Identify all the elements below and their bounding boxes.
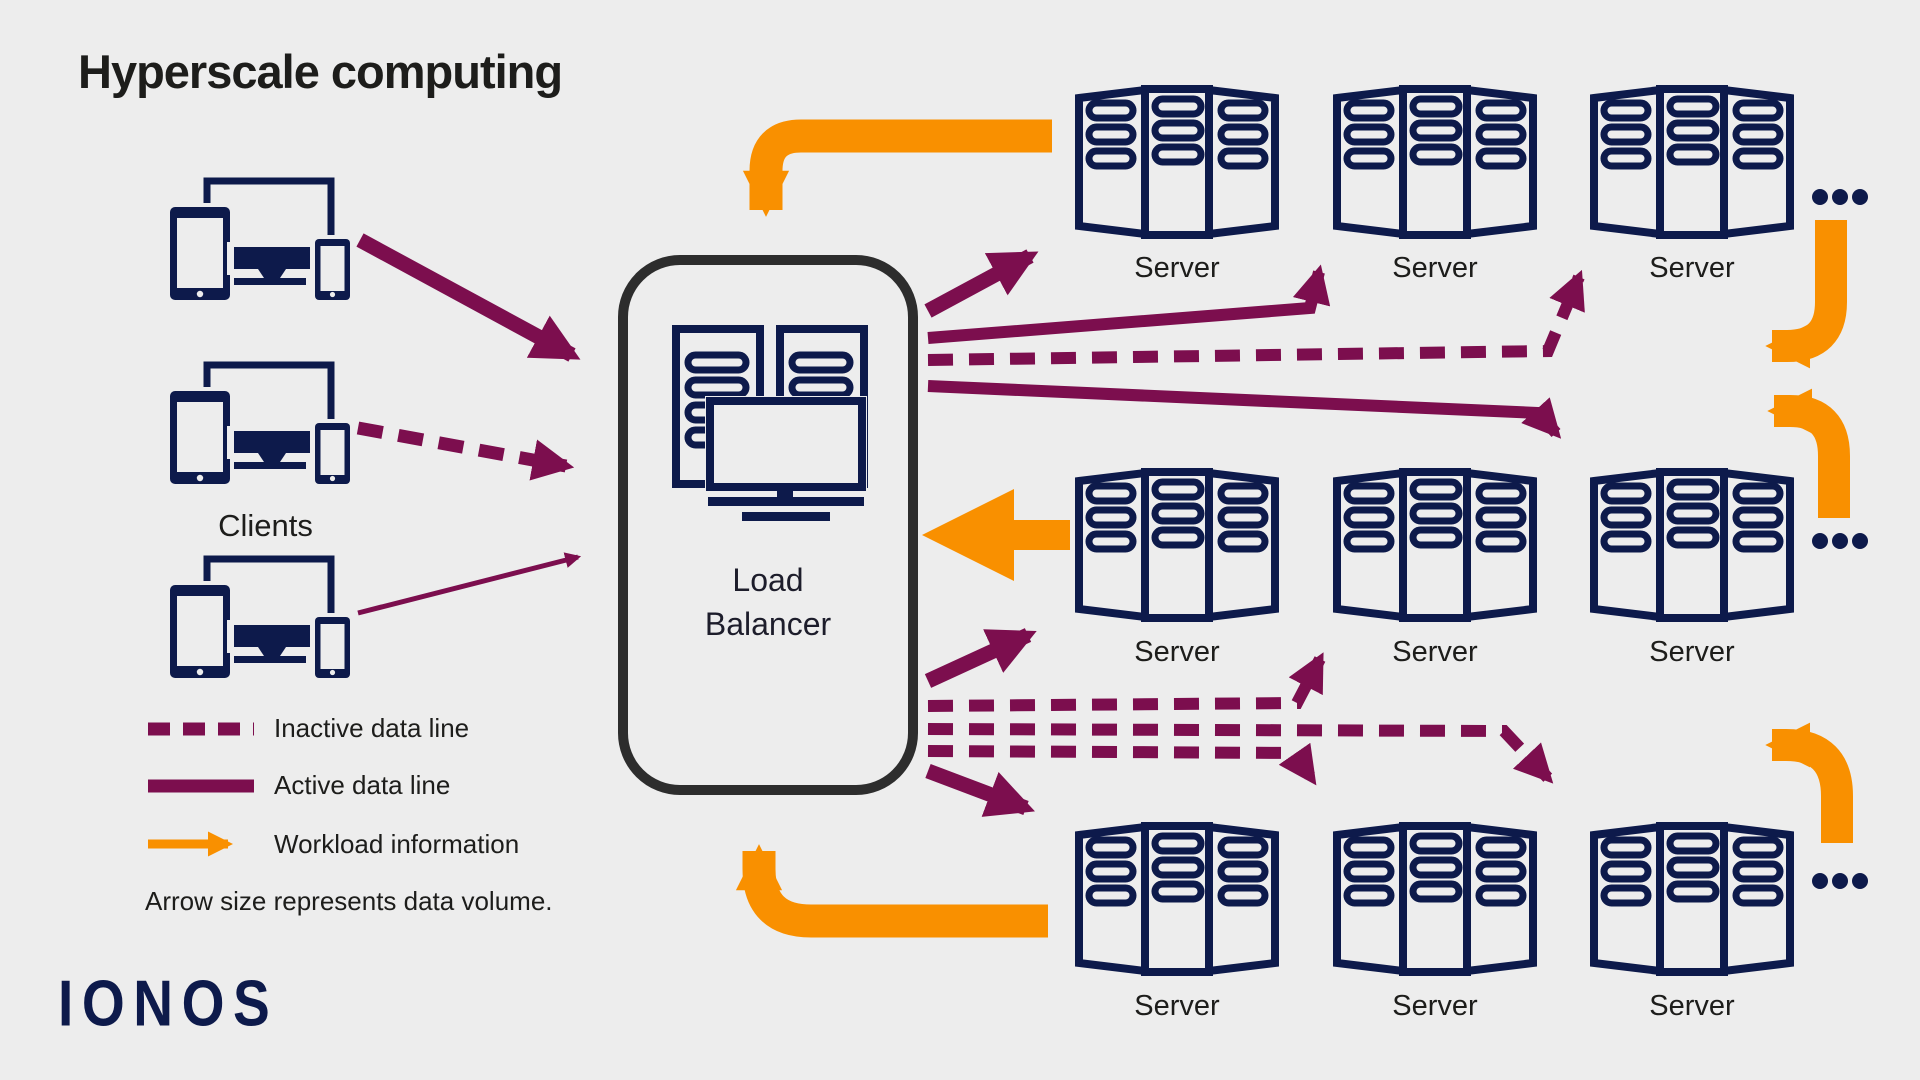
active-line-lb-mid1 (924, 628, 1037, 688)
server-rack-icon (1590, 468, 1794, 622)
active-line-lb-mid3 (927, 380, 1562, 439)
workload-arrow-top-server-to-lb (742, 119, 1052, 217)
server-rack-icon (1075, 468, 1279, 622)
load-balancer-icon (672, 325, 868, 521)
ionos-logo: IONOS (58, 967, 279, 1040)
workload-arrow-bottom-server-to-lb (735, 844, 1048, 938)
active-line-lb-top1 (924, 249, 1039, 318)
server-rack-icon (1590, 85, 1794, 239)
server-rack-icon (1333, 468, 1537, 622)
server-label: Server (1134, 636, 1220, 668)
server-rack-icon (1333, 822, 1537, 976)
inactive-line-lb-bottom2 (927, 742, 1317, 786)
more-servers-ellipsis (1811, 532, 1869, 550)
inactive-line-swatch (148, 722, 254, 735)
legend-note: Arrow size represents data volume. (145, 886, 553, 916)
client-devices-icon (165, 177, 355, 304)
page-title: Hyperscale computing (78, 45, 563, 98)
server-rack-icon (1590, 822, 1794, 976)
legend-label: Workload information (274, 828, 520, 859)
server-label: Server (1392, 636, 1478, 668)
server-label: Server (1392, 252, 1478, 284)
active-line-swatch (148, 779, 254, 792)
active-line-client3-lb-thin (357, 552, 582, 616)
legend-item-active: Active data line (146, 770, 450, 801)
legend-item-inactive: Inactive data line (146, 713, 469, 744)
server-label: Server (1649, 252, 1735, 284)
inactive-line-lb-top3 (927, 269, 1585, 366)
load-balancer-box (618, 255, 918, 795)
client-devices-icon (165, 555, 355, 682)
server-label: Server (1134, 252, 1220, 284)
server-rack-icon (1075, 85, 1279, 239)
active-line-client1-lb (356, 233, 581, 362)
clients-label: Clients (218, 508, 313, 543)
inactive-line-client2-lb (356, 421, 575, 481)
server-label: Server (1134, 990, 1220, 1022)
workload-arrow-middle-server-to-lb (922, 489, 1070, 581)
active-line-lb-bottom1 (925, 763, 1035, 817)
server-label: Server (1649, 990, 1735, 1022)
more-servers-ellipsis (1811, 872, 1869, 890)
server-label: Server (1649, 636, 1735, 668)
legend-label: Inactive data line (274, 713, 470, 743)
server-rack-icon (1075, 822, 1279, 976)
legend-item-workload: Workload information (146, 827, 519, 861)
workload-arrow-swatch (148, 831, 234, 857)
load-balancer-label: Load Balancer (704, 562, 832, 642)
client-devices-icon (165, 361, 355, 488)
more-servers-ellipsis (1811, 188, 1869, 206)
server-rack-icon (1333, 85, 1537, 239)
legend-label: Active data line (274, 770, 451, 800)
client-data-lines (356, 233, 582, 616)
inactive-line-lb-bottom3 (927, 723, 1554, 784)
server-label: Server (1392, 990, 1478, 1022)
